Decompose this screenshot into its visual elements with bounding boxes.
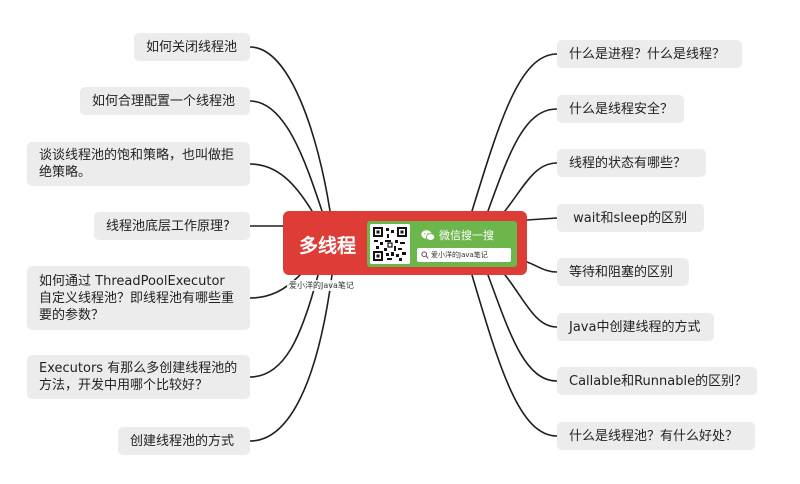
topic-label: 如何关闭线程池 bbox=[146, 39, 238, 55]
topic-label: 线程的状态有哪些？ bbox=[569, 155, 687, 171]
connector-right-1 bbox=[487, 108, 558, 212]
topic-label: 如何合理配置一个线程池 bbox=[92, 93, 236, 109]
qr-code-icon bbox=[370, 224, 410, 264]
connector-right-6 bbox=[487, 274, 558, 382]
topic-label: 什么是线程池？有什么好处？ bbox=[569, 428, 739, 444]
connector-left-0 bbox=[249, 46, 331, 212]
topic-callable-vs-runnable[interactable]: Callable和Runnable的区别？ bbox=[557, 367, 757, 395]
wechat-search-badge: 微信搜一搜 爱小洋的Java笔记 bbox=[367, 221, 517, 267]
topic-label: wait和sleep的区别 bbox=[569, 210, 688, 226]
topic-process-vs-thread[interactable]: 什么是进程？什么是线程？ bbox=[557, 40, 742, 68]
topic-java-thread-creation[interactable]: Java中创建线程的方式 bbox=[557, 313, 714, 341]
connector-right-7 bbox=[471, 274, 558, 437]
topic-what-is-thread-pool[interactable]: 什么是线程池？有什么好处？ bbox=[557, 422, 755, 450]
topic-create-thread-pool[interactable]: 创建线程池的方式 bbox=[118, 427, 250, 455]
topic-thread-states[interactable]: 线程的状态有哪些？ bbox=[557, 149, 706, 177]
topic-label: 谈谈线程池的饱和策略，也叫做拒绝策略。 bbox=[39, 148, 235, 180]
topic-label: 什么是进程？什么是线程？ bbox=[569, 46, 726, 62]
topic-label: Callable和Runnable的区别？ bbox=[569, 373, 748, 389]
topic-close-thread-pool[interactable]: 如何关闭线程池 bbox=[134, 33, 250, 61]
wechat-search-label: 微信搜一搜 bbox=[439, 229, 494, 242]
connector-right-0 bbox=[471, 53, 558, 212]
connector-left-6 bbox=[249, 274, 333, 442]
central-topic[interactable]: 多线程 bbox=[283, 211, 527, 275]
topic-label: 什么是线程安全？ bbox=[569, 101, 674, 117]
topic-thread-pool-internals[interactable]: 线程池底层工作原理? bbox=[94, 212, 250, 240]
topic-label: Executors 有那么多创建线程池的方法，开发中用哪个比较好？ bbox=[39, 361, 238, 393]
wechat-icon bbox=[421, 230, 435, 241]
topic-label: 创建线程池的方式 bbox=[130, 433, 235, 449]
connector-left-1 bbox=[249, 100, 323, 212]
topic-wait-vs-sleep[interactable]: wait和sleep的区别 bbox=[557, 204, 704, 232]
topic-executors-methods[interactable]: Executors 有那么多创建线程池的方法，开发中用哪个比较好？ bbox=[27, 355, 250, 399]
search-box-text: 爱小洋的Java笔记 bbox=[431, 251, 488, 259]
search-icon bbox=[421, 251, 429, 259]
connector-left-5 bbox=[249, 274, 319, 378]
topic-thread-safety[interactable]: 什么是线程安全？ bbox=[557, 95, 684, 123]
connector-right-5 bbox=[504, 274, 558, 328]
search-box: 爱小洋的Java笔记 bbox=[417, 248, 511, 262]
topic-label: 如何通过 ThreadPoolExecutor 自定义线程池？即线程池有哪些重要… bbox=[39, 273, 235, 323]
topic-waiting-vs-blocked[interactable]: 等待和阻塞的区别 bbox=[557, 258, 689, 286]
topic-configure-thread-pool[interactable]: 如何合理配置一个线程池 bbox=[80, 87, 250, 115]
central-topic-label: 多线程 bbox=[299, 235, 357, 257]
topic-label: 等待和阻塞的区别 bbox=[569, 264, 674, 280]
connector-left-4 bbox=[249, 274, 301, 299]
topic-custom-thread-pool-executor[interactable]: 如何通过 ThreadPoolExecutor 自定义线程池？即线程池有哪些重要… bbox=[27, 266, 250, 330]
connector-right-2 bbox=[504, 162, 558, 212]
connector-right-3 bbox=[526, 217, 558, 221]
topic-rejection-policy[interactable]: 谈谈线程池的饱和策略，也叫做拒绝策略。 bbox=[27, 142, 250, 186]
connector-right-4 bbox=[526, 261, 558, 273]
topic-label: 线程池底层工作原理? bbox=[106, 218, 230, 234]
connector-left-2 bbox=[249, 163, 313, 212]
watermark-text: 爱小洋的Java笔记 bbox=[287, 280, 356, 291]
topic-label: Java中创建线程的方式 bbox=[569, 319, 701, 335]
